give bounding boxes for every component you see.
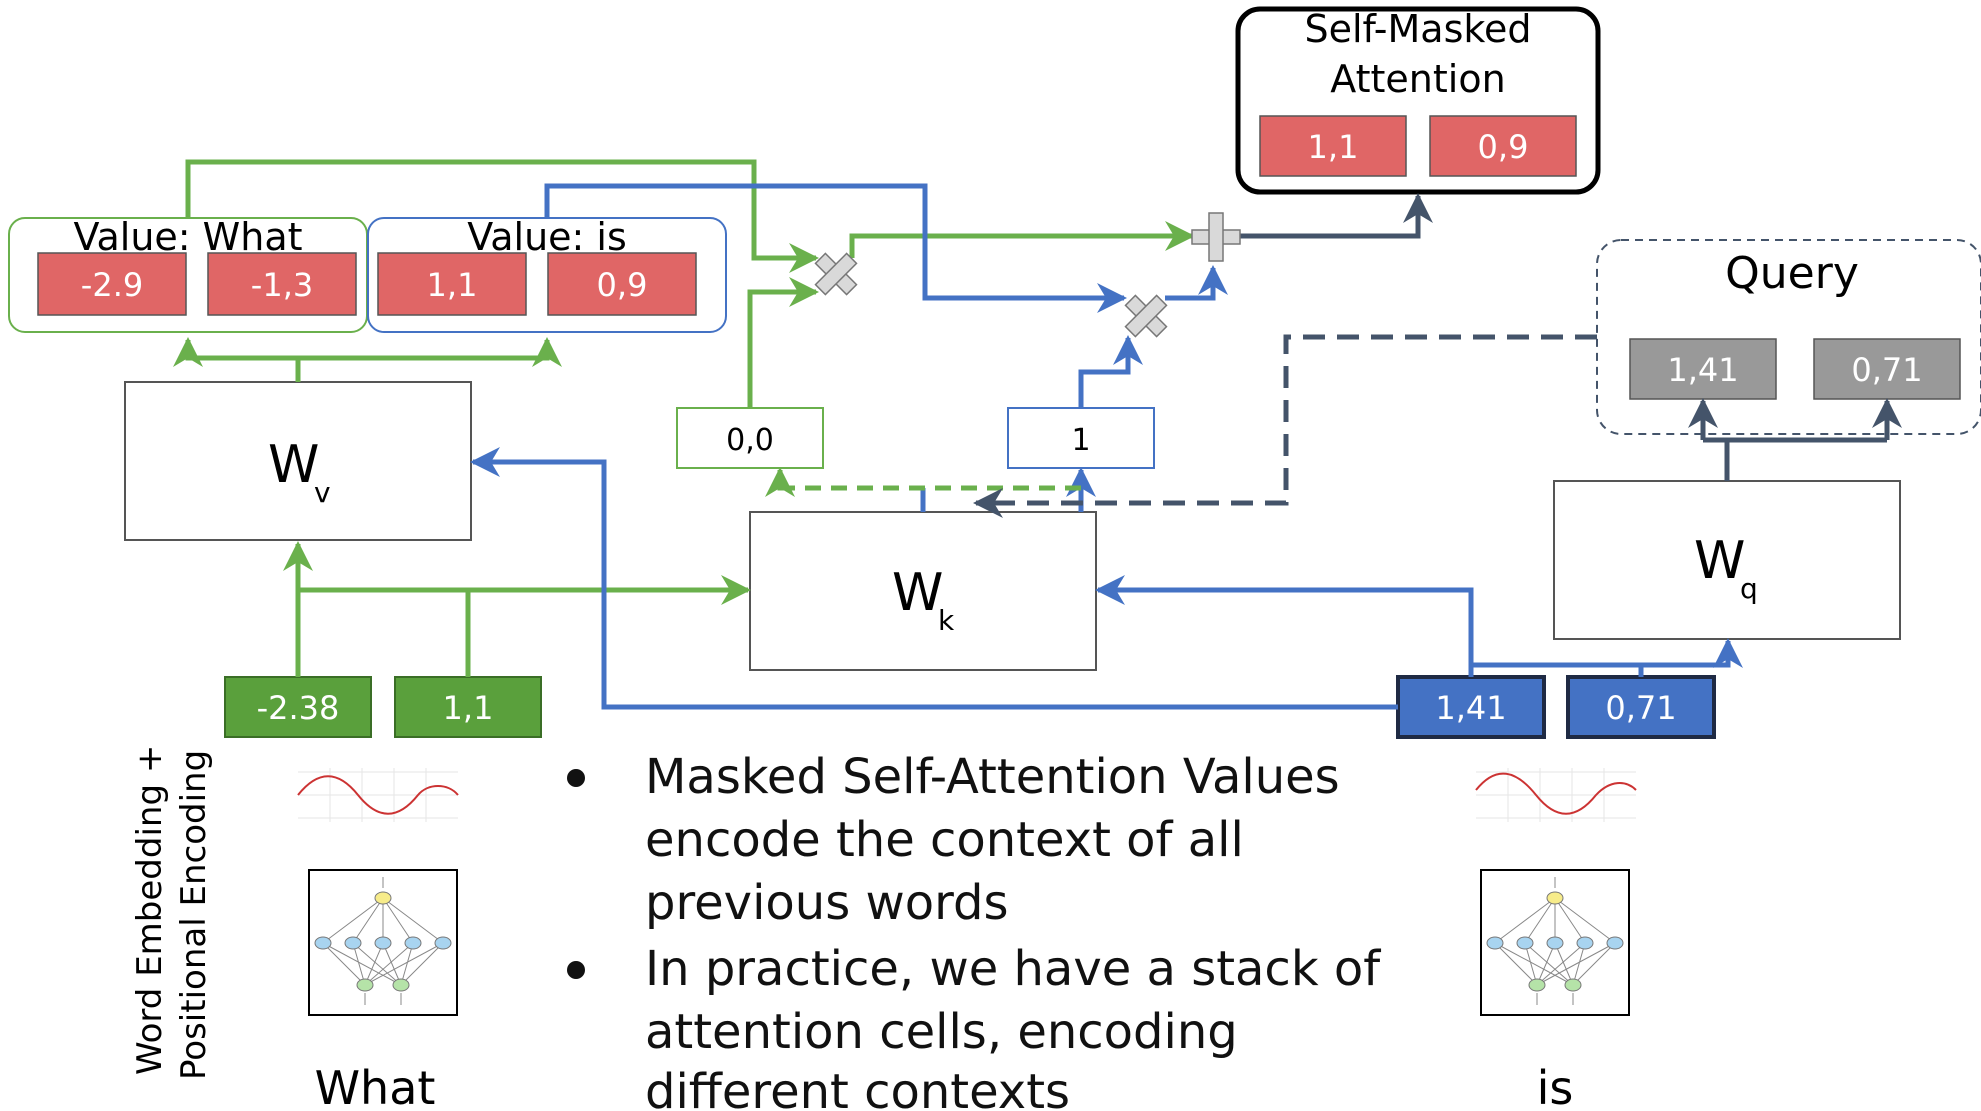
blue-connectors <box>470 183 1743 710</box>
bullet-1-line-1: Masked Self-Attention Values <box>645 749 1340 805</box>
wq-label: W <box>1694 531 1745 591</box>
query-value-2: 0,71 <box>1851 351 1922 389</box>
score-what-box: 0,0 <box>676 407 824 469</box>
attention-value-2: 0,9 <box>1478 128 1529 166</box>
arrow-emb-is-to-wq <box>1471 638 1743 668</box>
line-emb-what-merge <box>298 587 471 677</box>
embedding-is-value-2: 0,71 <box>1605 689 1676 727</box>
attention-value-cell-2 <box>1429 115 1577 177</box>
value-is-cell-2 <box>547 252 697 316</box>
dashed-connectors <box>765 334 1597 518</box>
query-box: Query 1,41 0,71 <box>1596 239 1981 435</box>
attention-title-line2: Attention <box>1330 57 1505 101</box>
embedding-what-cell-1 <box>224 676 372 738</box>
arrow-value-is-to-mult <box>544 183 1127 313</box>
embedding-what-value-2: 1,1 <box>443 689 494 727</box>
value-what-value-2: -1,3 <box>251 266 313 304</box>
embedding-is-cell-1 <box>1396 675 1546 739</box>
embedding-is: 1,41 0,71 <box>1396 675 1716 739</box>
arrow-value-what-to-mult <box>185 159 819 273</box>
bullet-2-line-2: attention cells, encoding <box>645 1004 1238 1060</box>
wq-box: W q <box>1553 480 1901 640</box>
arrow-wk-to-score-what <box>765 467 1081 497</box>
arrow-emb-is-to-wv <box>470 447 1398 710</box>
wv-sub: v <box>314 476 331 509</box>
bullet-list: Masked Self-Attention Values encode the … <box>567 749 1381 1111</box>
query-cell-2 <box>1813 338 1961 400</box>
green-connectors <box>173 159 1195 677</box>
value-is-label: Value: is <box>467 215 627 259</box>
value-is-value-2: 0,9 <box>597 266 648 304</box>
arrow-score-what-to-mult <box>747 277 819 408</box>
value-is-value-1: 1,1 <box>427 266 478 304</box>
wk-label: W <box>892 563 943 623</box>
wk-box: W k <box>749 511 1097 671</box>
embedding-is-value-1: 1,41 <box>1435 689 1506 727</box>
neural-network-icon-what <box>308 869 458 1016</box>
value-what-cell-1 <box>37 252 187 316</box>
value-what-value-1: -2.9 <box>81 266 143 304</box>
neural-network-icon-is <box>1480 869 1630 1016</box>
value-is-cell-1 <box>377 252 527 316</box>
arrow-plus-to-attention <box>1238 193 1433 239</box>
score-is-box: 1 <box>1007 407 1155 469</box>
wk-sub: k <box>938 604 955 637</box>
side-label-line1: Word Embedding + <box>130 745 170 1075</box>
positional-encoding-icon-what <box>297 768 459 822</box>
value-what-box: Value: What -2.9 -1,3 <box>8 215 368 333</box>
wv-box: W v <box>124 381 472 541</box>
attention-title-line1: Self-Masked <box>1304 7 1531 51</box>
attention-value-1: 1,1 <box>1308 128 1359 166</box>
wq-sub: q <box>1740 572 1758 605</box>
arrow-wv-to-value-is <box>298 337 562 367</box>
bullet-2-line-3: different contexts <box>645 1064 1070 1111</box>
query-label: Query <box>1725 248 1859 299</box>
positional-encoding-icon-is <box>1475 768 1637 822</box>
arrow-emb-is-to-wk <box>1095 575 1474 677</box>
plus-icon <box>1191 212 1241 262</box>
embedding-is-cell-2 <box>1566 675 1716 739</box>
dark-connectors <box>1238 193 1902 481</box>
line-wq-output <box>1703 437 1887 481</box>
arrow-mult-green-to-plus <box>849 221 1195 258</box>
query-cell-1 <box>1629 338 1777 400</box>
embedding-what: -2.38 1,1 <box>224 676 542 738</box>
attention-output-box: Self-Masked Attention 1,1 0,9 <box>1235 6 1601 195</box>
bullet-dot-1 <box>567 769 585 787</box>
bullet-dot-2 <box>567 961 585 979</box>
multiply-icon-green <box>814 252 858 296</box>
bullet-1-line-2: encode the context of all <box>645 812 1244 868</box>
arrow-query-to-wk <box>973 334 1597 518</box>
score-what-value: 0,0 <box>726 423 774 458</box>
query-value-1: 1,41 <box>1667 351 1738 389</box>
arrow-score-is-to-mult <box>1078 335 1143 408</box>
attention-value-cell-1 <box>1259 115 1407 177</box>
wv-label: W <box>268 435 319 495</box>
value-what-label: Value: What <box>73 215 302 259</box>
word-is: is <box>1537 1061 1574 1111</box>
bullet-1-line-3: previous words <box>645 875 1008 931</box>
word-what: What <box>315 1061 436 1111</box>
embedding-what-cell-2 <box>394 676 542 738</box>
bullet-2-line-1: In practice, we have a stack of <box>645 941 1381 997</box>
arrow-mult-blue-to-plus <box>1165 265 1228 301</box>
value-what-cell-2 <box>207 252 357 316</box>
multiply-icon-blue <box>1124 294 1168 338</box>
side-label-line2: Positional Encoding <box>174 750 214 1080</box>
embedding-what-value-1: -2.38 <box>257 689 340 727</box>
value-is-box: Value: is 1,1 0,9 <box>367 215 727 333</box>
side-label: Word Embedding + Positional Encoding <box>130 745 214 1080</box>
score-is-value: 1 <box>1071 423 1090 458</box>
arrow-wv-to-value-what <box>173 337 301 382</box>
